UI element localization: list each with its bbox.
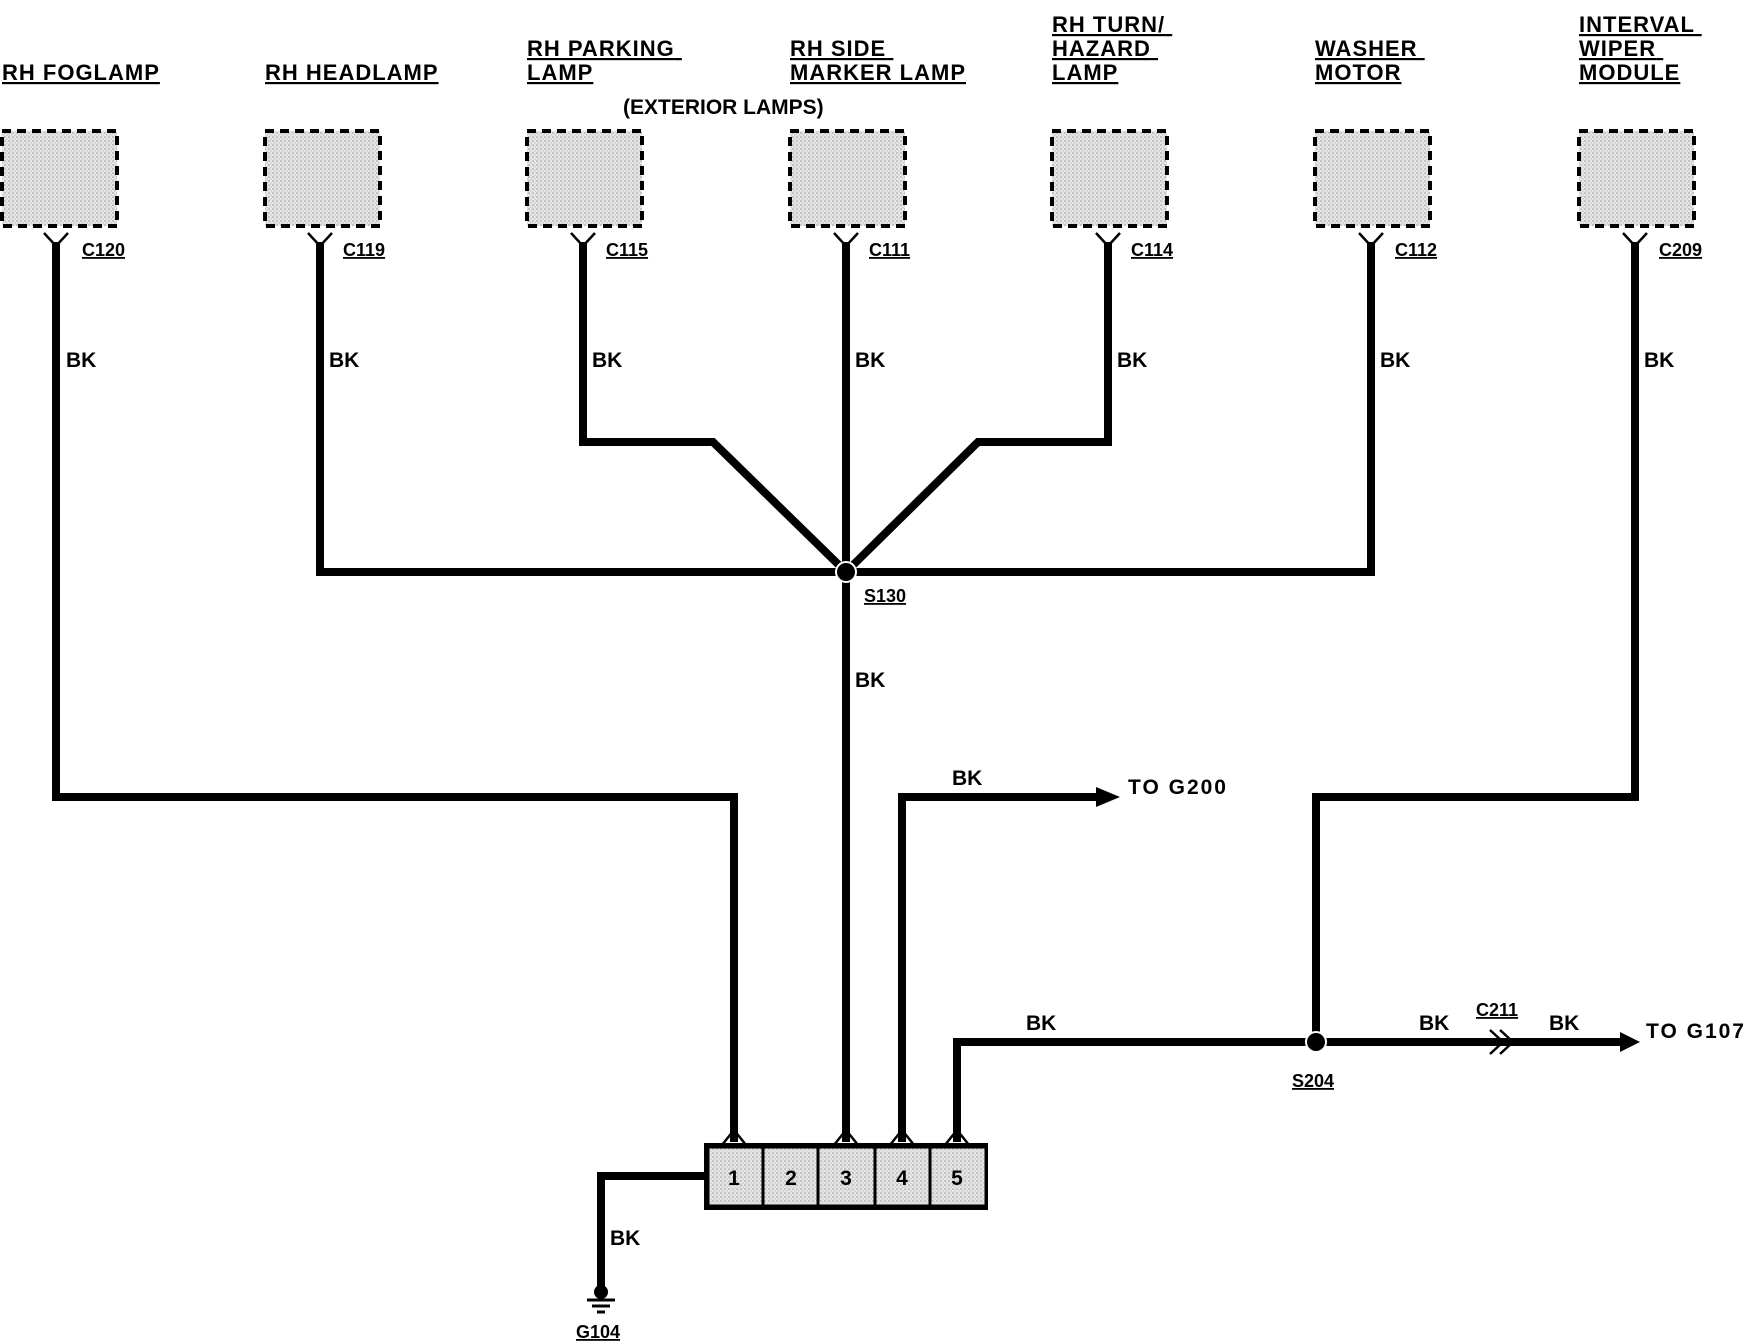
- g107-arrow-icon: [1620, 1032, 1640, 1052]
- s130-label: S130: [864, 586, 906, 606]
- washer-motor-title: WASHER MOTOR: [1315, 36, 1425, 85]
- c115-wire: [579, 242, 852, 578]
- pin-3-terminal: [833, 1127, 859, 1146]
- ground-block-pin-3: 3: [840, 1167, 852, 1190]
- interval-wiper-module-title: INTERVAL WIPER MODULE: [1579, 12, 1702, 85]
- rh-turn-hazard-lamp-title: RH TURN/ HAZARD LAMP: [1052, 12, 1172, 85]
- c211-connector-symbol-2: [1499, 1029, 1515, 1055]
- s130-splice-dot: [835, 561, 857, 583]
- c120-connector-label: C120: [82, 240, 125, 260]
- c112-connector-label: C112: [1395, 240, 1437, 260]
- c120-wire-color: BK: [66, 349, 96, 372]
- pin-1-terminal: [721, 1127, 747, 1146]
- pin-5-terminal: [944, 1127, 970, 1146]
- ground-g104-icon: [587, 1285, 615, 1314]
- rh-parking-lamp-title: RH PARKING LAMP: [527, 36, 682, 85]
- rh-side-marker-lamp-component: RH SIDE MARKER LAMP C111 BK: [788, 36, 966, 372]
- c112-wire-color: BK: [1380, 349, 1410, 372]
- ground-block: 1 2 3 4 5: [704, 1127, 988, 1210]
- g104-label: G104: [576, 1322, 620, 1342]
- c119-connector-label: C119: [343, 240, 385, 260]
- rh-parking-lamp-component: RH PARKING LAMP C115 BK: [525, 36, 682, 372]
- c114-connector-label: C114: [1131, 240, 1173, 260]
- c209-wire: [1312, 242, 1639, 1046]
- pin5-wire-color: BK: [1026, 1012, 1056, 1035]
- ground-g104-wire: [597, 1172, 712, 1292]
- rh-foglamp-component: RH FOGLAMP C120 BK: [0, 60, 160, 372]
- rh-headlamp-title: RH HEADLAMP: [265, 60, 439, 85]
- to-g200-label: TO G200: [1128, 776, 1228, 799]
- c211-to-g107-wire-color: BK: [1549, 1012, 1579, 1035]
- ground-block-pin-1: 1: [728, 1167, 740, 1190]
- s204-to-c211-wire-color: BK: [1419, 1012, 1449, 1035]
- c120-wire: [52, 242, 738, 1142]
- g200-wire-color: BK: [952, 767, 982, 790]
- c111-connector-label: C111: [869, 240, 910, 260]
- c112-wire: [842, 242, 1375, 576]
- c114-wire: [840, 242, 1112, 578]
- ground-block-pin-5: 5: [951, 1167, 963, 1190]
- washer-motor-component: WASHER MOTOR C112 BK: [1313, 36, 1437, 372]
- pin4-to-g200-wire: [898, 793, 1104, 1142]
- c211-label: C211: [1476, 1000, 1518, 1020]
- rh-headlamp-component: RH HEADLAMP C119 BK: [263, 60, 439, 372]
- exterior-lamps-group-label: (EXTERIOR LAMPS): [623, 96, 824, 119]
- c115-connector-label: C115: [606, 240, 648, 260]
- to-g107-label: TO G107: [1646, 1020, 1744, 1043]
- c209-wire-color: BK: [1644, 349, 1674, 372]
- c114-wire-color: BK: [1117, 349, 1147, 372]
- c119-wire-color: BK: [329, 349, 359, 372]
- rh-side-marker-lamp-title: RH SIDE MARKER LAMP: [790, 36, 966, 85]
- g200-arrow-icon: [1096, 787, 1120, 807]
- c211-connector-symbol: [1489, 1029, 1505, 1055]
- s130-down-wire-color: BK: [855, 669, 885, 692]
- s204-splice-dot: [1305, 1031, 1327, 1053]
- c119-wire: [316, 242, 850, 576]
- rh-turn-hazard-lamp-component: RH TURN/ HAZARD LAMP C114 BK: [1050, 12, 1173, 372]
- c115-wire-color: BK: [592, 349, 622, 372]
- s204-label: S204: [1292, 1071, 1334, 1091]
- ground-block-pin-4: 4: [896, 1167, 908, 1190]
- g104-wire-color: BK: [610, 1227, 640, 1250]
- c209-connector-label: C209: [1659, 240, 1702, 260]
- c111-wire-color: BK: [855, 349, 885, 372]
- pin-4-terminal: [889, 1127, 915, 1146]
- pin5-to-g107-wire: [953, 1038, 1630, 1142]
- rh-foglamp-title: RH FOGLAMP: [2, 60, 160, 85]
- ground-block-pin-2: 2: [785, 1167, 797, 1190]
- interval-wiper-module-component: INTERVAL WIPER MODULE C209 BK: [1577, 12, 1702, 372]
